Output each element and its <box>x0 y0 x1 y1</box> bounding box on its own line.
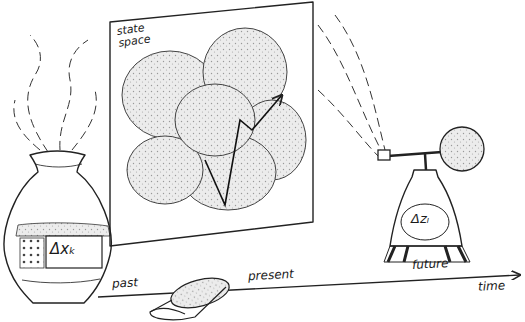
projection-lines <box>318 15 385 158</box>
time-axis <box>98 275 520 297</box>
outline-path <box>110 2 313 246</box>
trajectory-arrow <box>205 95 282 205</box>
smoke-lines <box>14 35 96 152</box>
outline-path <box>4 151 111 303</box>
axis-label: future <box>412 256 449 272</box>
axis-label: present <box>248 267 295 283</box>
node-label: Δzₗ <box>411 212 429 226</box>
node-outline <box>0 150 118 306</box>
sprayer <box>378 127 484 171</box>
axis-label: time <box>478 278 506 293</box>
node-label: state space <box>116 20 165 49</box>
state-regions <box>122 28 306 210</box>
state-space-panel: state space <box>108 0 318 248</box>
node-label: Δxₖ <box>50 242 76 258</box>
axis-label: past <box>112 275 139 290</box>
urn-shape: Δzₗ <box>378 165 473 265</box>
vase-pattern <box>16 164 110 283</box>
funnel-cone <box>150 273 232 320</box>
outline-path <box>390 170 462 246</box>
vase-shape: Δxₖ <box>0 150 118 306</box>
